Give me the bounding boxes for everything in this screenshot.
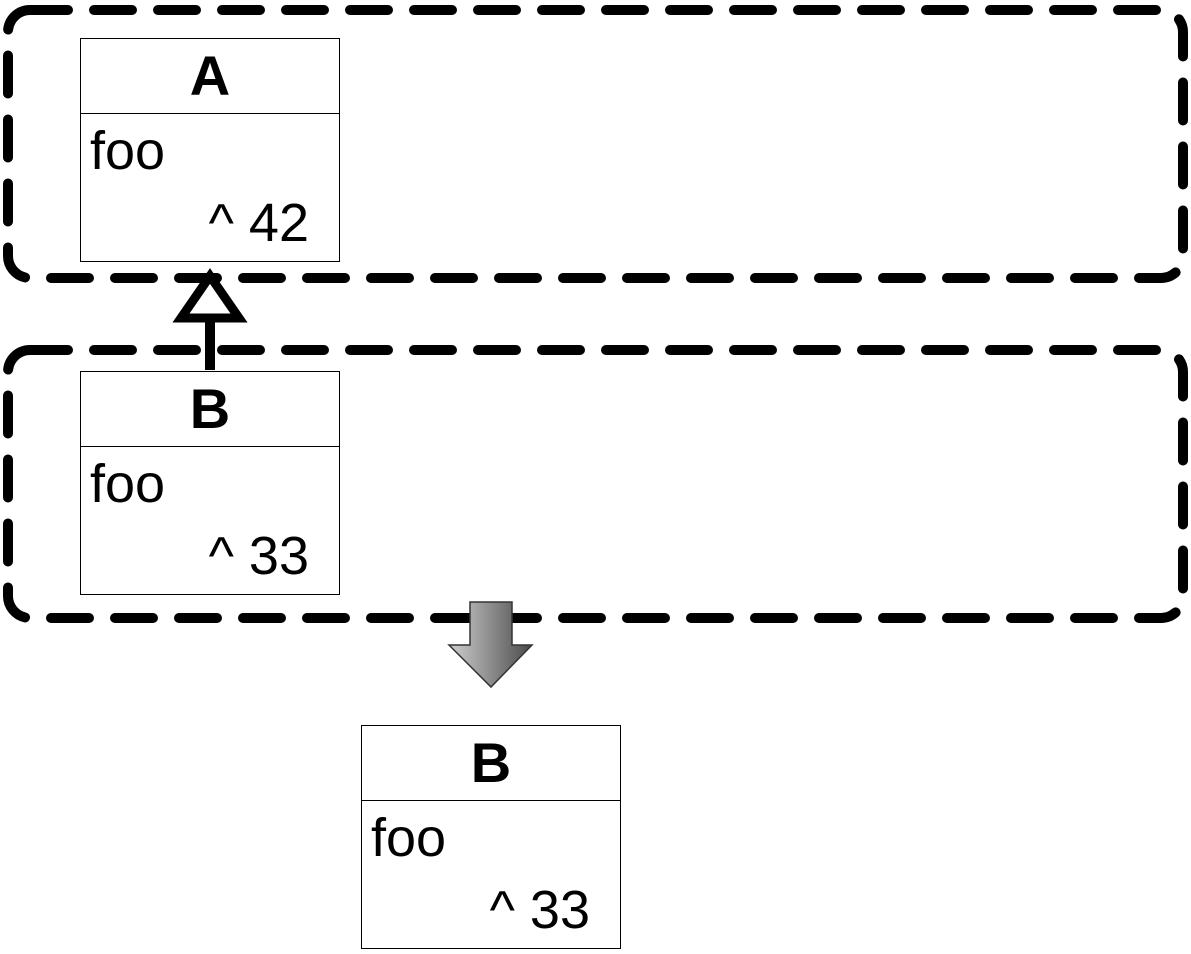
class-a-body: foo ^ 42 (81, 114, 339, 261)
class-b-result-body: foo ^ 33 (362, 801, 620, 948)
class-a-method-return: ^ 42 (208, 193, 309, 253)
class-b-name: B (189, 377, 231, 440)
class-b-result-method-name: foo (371, 808, 447, 868)
class-b-result-name: B (470, 731, 512, 794)
class-b-method-name: foo (90, 454, 166, 514)
class-b-header: B (81, 372, 339, 447)
class-a-name: A (189, 44, 231, 107)
class-a-method-name: foo (90, 121, 166, 181)
class-b-body: foo ^ 33 (81, 447, 339, 594)
class-b-result-box: B foo ^ 33 (361, 725, 621, 949)
transform-down-arrow-icon (447, 601, 534, 689)
class-a-box: A foo ^ 42 (80, 38, 340, 262)
group-top-dashed-frame (3, 5, 1188, 283)
class-a-header: A (81, 39, 339, 114)
inheritance-arrow (172, 268, 248, 370)
class-b-box: B foo ^ 33 (80, 371, 340, 595)
class-b-result-method-return: ^ 33 (489, 880, 590, 940)
group-middle-dashed-frame (3, 345, 1188, 623)
class-b-result-header: B (362, 726, 620, 801)
class-b-method-return: ^ 33 (208, 526, 309, 586)
inheritance-arrow-head-icon (172, 268, 248, 323)
